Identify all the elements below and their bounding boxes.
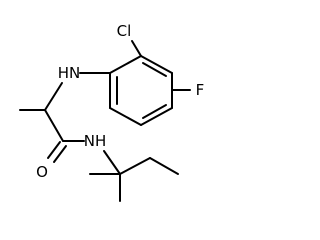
structure-svg: Cl F HN NH O bbox=[19, 22, 205, 202]
atom-cl-label: Cl bbox=[117, 22, 132, 40]
atom-amide-nh-label: NH bbox=[84, 132, 107, 150]
ring-double-c2-c3 bbox=[142, 62, 167, 77]
ring-bond-c5-c6 bbox=[109, 107, 142, 126]
bond-carbonyl-o-1 bbox=[47, 141, 61, 159]
bond-nh-calpha bbox=[44, 82, 63, 111]
bond-calpha-carbonyl bbox=[44, 109, 64, 142]
ring-double-c4-c5 bbox=[142, 104, 167, 119]
bond-quatc-ethyl1 bbox=[119, 157, 151, 175]
bond-ethyl1-ethyl2 bbox=[149, 157, 179, 175]
ring-bond-c4-c5 bbox=[140, 107, 173, 126]
atom-f-label: F bbox=[196, 81, 205, 99]
ring-bond-c1-c2 bbox=[109, 55, 142, 74]
atom-amine-nh-label: HN bbox=[58, 64, 81, 82]
bond-carbonyl-o-2 bbox=[53, 145, 67, 163]
molecule-diagram: Cl F HN NH O bbox=[19, 22, 205, 202]
atom-oxygen-label: O bbox=[36, 163, 48, 181]
ring-bond-c2-c3 bbox=[140, 55, 173, 74]
bond-nh-quatc bbox=[103, 150, 121, 175]
bond-c2-cl bbox=[131, 40, 142, 57]
